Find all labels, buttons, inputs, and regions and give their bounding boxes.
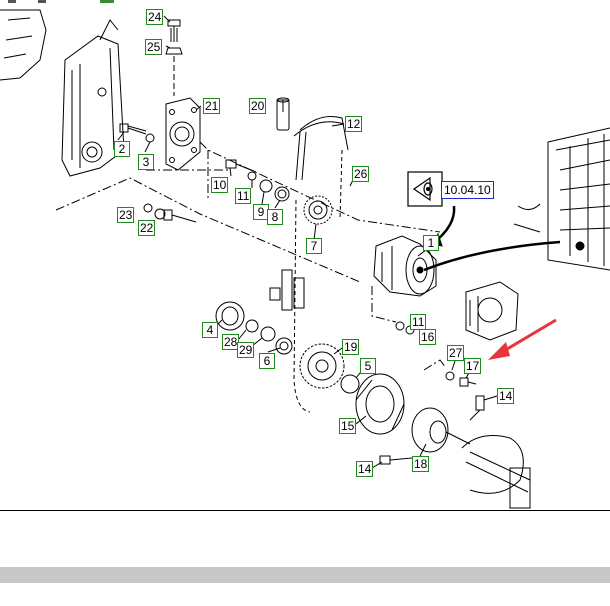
callout-29[interactable]: 29 bbox=[237, 342, 255, 358]
callout-23[interactable]: 23 bbox=[117, 207, 135, 223]
sprocket-lower bbox=[299, 343, 345, 389]
toolbar-stub-left[interactable] bbox=[8, 0, 16, 3]
bottom-pane bbox=[0, 583, 610, 606]
bracket-plate bbox=[165, 97, 201, 171]
frame-housing bbox=[0, 9, 125, 177]
bolt-top bbox=[165, 19, 183, 96]
washer-bolt-17 bbox=[445, 371, 477, 387]
callout-6[interactable]: 6 bbox=[259, 353, 275, 369]
callout-7[interactable]: 7 bbox=[306, 238, 322, 254]
bolt-left bbox=[119, 123, 155, 143]
callout-3[interactable]: 3 bbox=[138, 154, 154, 170]
exploded-parts-drawing bbox=[0, 9, 610, 509]
callout-8[interactable]: 8 bbox=[267, 209, 283, 225]
callout-17[interactable]: 17 bbox=[464, 358, 482, 374]
link-arrow bbox=[423, 240, 561, 272]
toolbar-stub-icon[interactable] bbox=[100, 0, 114, 3]
bolt-assembly-lower bbox=[143, 203, 197, 223]
diagram-viewer: 24 25 21 20 12 2 3 10 11 9 8 26 23 22 7 … bbox=[0, 0, 610, 510]
callout-15[interactable]: 15 bbox=[339, 418, 357, 434]
red-pointer-arrow bbox=[488, 318, 557, 360]
callout-14[interactable]: 14 bbox=[497, 388, 515, 404]
callout-1[interactable]: 1 bbox=[423, 235, 439, 251]
callout-16[interactable]: 16 bbox=[419, 329, 437, 345]
callout-5[interactable]: 5 bbox=[360, 358, 376, 374]
view-reference bbox=[407, 171, 443, 207]
callout-27[interactable]: 27 bbox=[447, 345, 465, 361]
bearing-and-rings bbox=[215, 301, 293, 355]
leader-lines bbox=[117, 15, 498, 469]
cross-reference-link[interactable]: 10.04.10 bbox=[441, 181, 494, 199]
callout-12[interactable]: 12 bbox=[345, 116, 363, 132]
hydraulic-motor bbox=[465, 281, 519, 341]
hub bbox=[411, 407, 471, 453]
drive-chain bbox=[293, 116, 349, 413]
callout-11[interactable]: 11 bbox=[235, 188, 252, 204]
assembly-lines bbox=[55, 141, 447, 371]
callout-25[interactable]: 25 bbox=[145, 39, 163, 55]
callout-24[interactable]: 24 bbox=[146, 9, 164, 25]
seal-ring bbox=[340, 374, 360, 394]
machine-overview bbox=[513, 127, 610, 271]
callout-22[interactable]: 22 bbox=[138, 220, 156, 236]
callout-2[interactable]: 2 bbox=[114, 141, 130, 157]
callout-18[interactable]: 18 bbox=[412, 456, 430, 472]
sprocket-upper bbox=[303, 195, 333, 225]
callout-26[interactable]: 26 bbox=[352, 166, 370, 182]
status-bar bbox=[0, 567, 610, 583]
bolts-14 bbox=[379, 395, 485, 465]
callout-21[interactable]: 21 bbox=[203, 98, 221, 114]
eye-icon bbox=[423, 182, 433, 196]
callout-19[interactable]: 19 bbox=[342, 339, 360, 355]
flange bbox=[355, 373, 405, 435]
callout-14-lower[interactable]: 14 bbox=[356, 461, 374, 477]
callout-20[interactable]: 20 bbox=[249, 98, 267, 114]
details-pane bbox=[0, 511, 610, 567]
toolbar-stub-mid[interactable] bbox=[38, 0, 46, 3]
callout-4[interactable]: 4 bbox=[202, 322, 218, 338]
pane-divider[interactable] bbox=[0, 510, 610, 511]
shaft-wheel bbox=[461, 435, 531, 509]
callout-10[interactable]: 10 bbox=[211, 177, 229, 193]
callout-11-lower[interactable]: 11 bbox=[410, 314, 427, 330]
chain-links-small bbox=[269, 269, 305, 311]
